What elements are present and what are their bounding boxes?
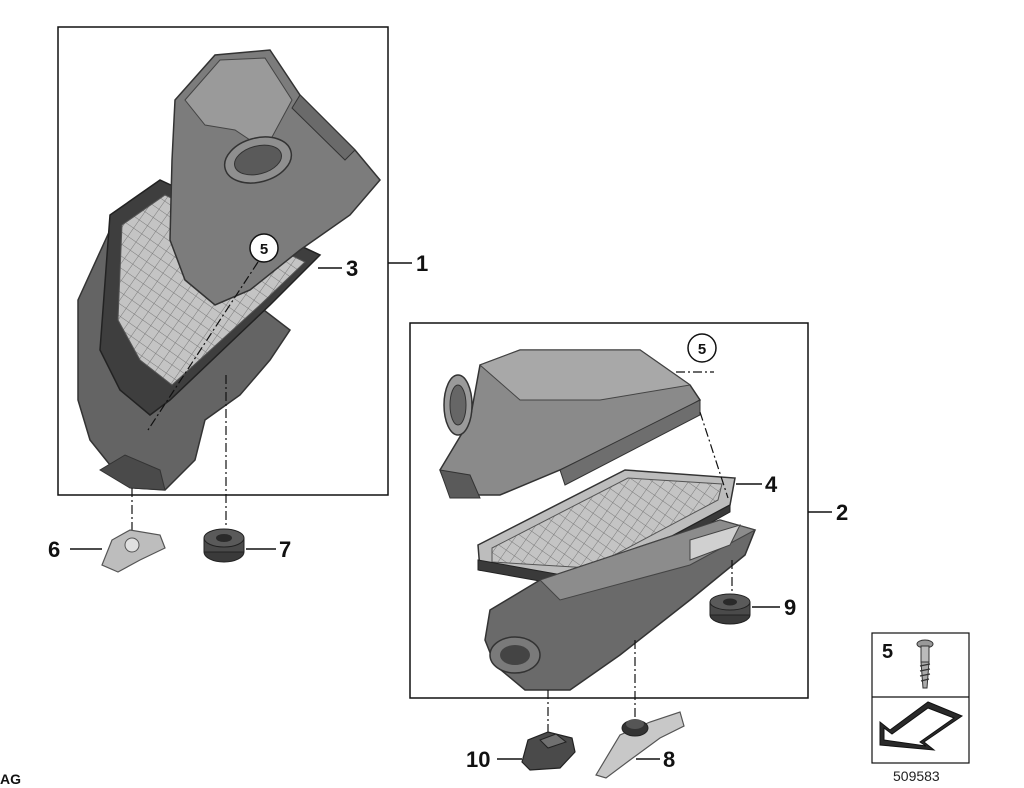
- callout-6: 6: [48, 537, 60, 562]
- callout-10: 10: [466, 747, 490, 772]
- callout-8: 8: [663, 747, 675, 772]
- assembly-box-1: [57, 26, 389, 496]
- rubber-mount-part-7: [203, 528, 245, 563]
- air-filter-housing-upper: [77, 49, 381, 491]
- callout-2: 2: [836, 500, 848, 525]
- bracket-part-6: [101, 529, 166, 573]
- callout-1: 1: [416, 251, 428, 276]
- callout-circle-5-lower: [687, 333, 717, 363]
- air-filter-housing-lower: [439, 349, 757, 691]
- orientation-arrow-icon: [879, 701, 964, 751]
- legend-callout-5: 5: [882, 641, 893, 663]
- callout-4: 4: [765, 472, 778, 497]
- callout-5-upper: 5: [260, 241, 268, 258]
- assembly-box-2: [409, 322, 809, 699]
- callout-9: 9: [784, 595, 796, 620]
- callout-circle-5-upper: [249, 233, 279, 263]
- screw-icon: [916, 639, 934, 689]
- callout-3: 3: [346, 256, 358, 281]
- reference-number: 509583: [893, 768, 940, 784]
- assembly-line-5-lower: [676, 371, 729, 499]
- callout-7: 7: [279, 537, 291, 562]
- bracket-part-10: [521, 731, 576, 771]
- rubber-mount-part-9: [709, 593, 751, 625]
- callout-5-lower: 5: [698, 341, 706, 358]
- corner-text: AG: [0, 771, 21, 787]
- bracket-part-8: [595, 711, 685, 779]
